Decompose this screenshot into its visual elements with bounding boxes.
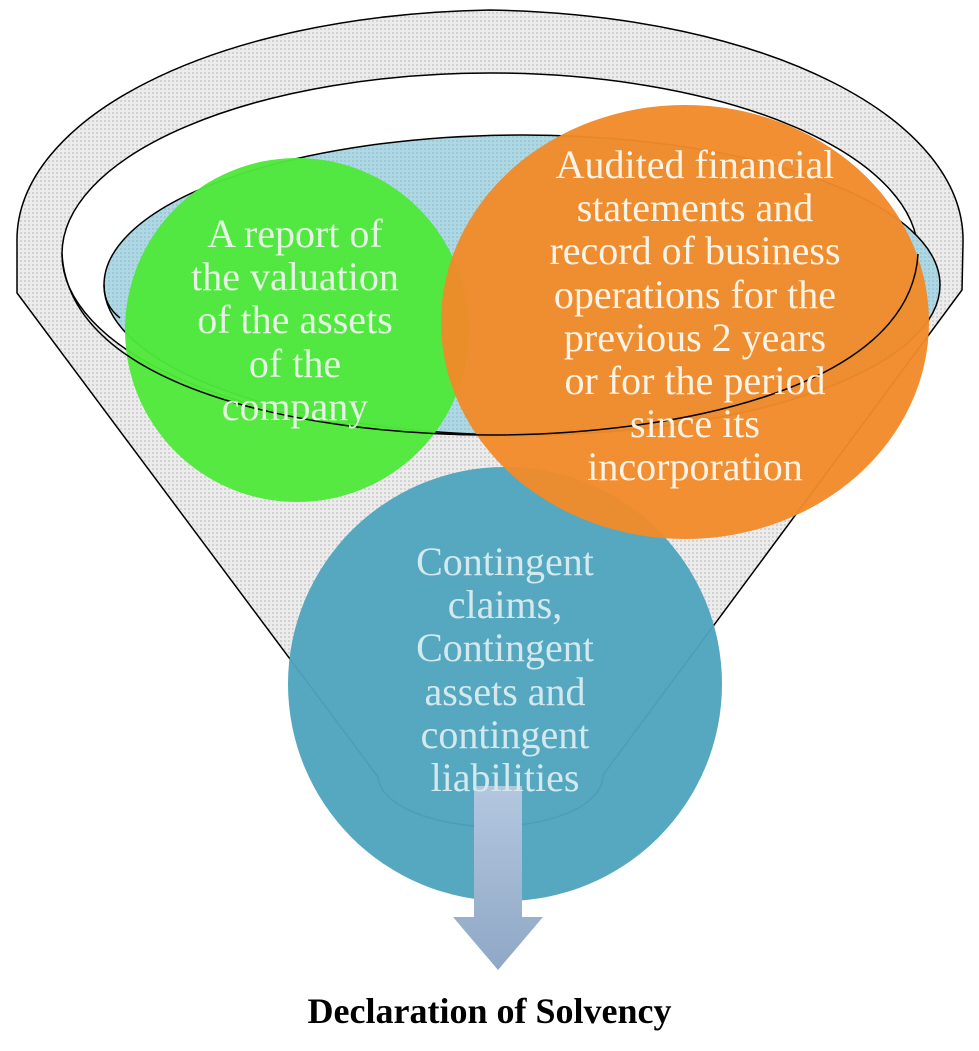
text-line: Contingent xyxy=(416,625,594,671)
text-line: company xyxy=(221,383,369,429)
text-line: of the assets xyxy=(197,297,393,343)
text-line: of the xyxy=(248,340,342,386)
text-line: claims, xyxy=(447,582,563,628)
audited-financials-circle xyxy=(441,105,929,539)
text-line: Contingent xyxy=(416,539,594,584)
audited-financials-text: Audited financial statements and record … xyxy=(455,143,935,489)
text-line: contingent xyxy=(420,711,590,757)
text-line: record of business xyxy=(549,228,841,274)
text-line: or for the period xyxy=(564,357,826,403)
text-line: assets and xyxy=(424,668,586,714)
text-line: A report of xyxy=(207,211,383,256)
funnel-rim-front xyxy=(61,253,919,436)
text-line: statements and xyxy=(576,185,814,231)
contingencies-text: Contingent claims, Contingent assets and… xyxy=(330,540,680,799)
text-line: Audited financial xyxy=(555,142,835,187)
text-line: incorporation xyxy=(587,444,803,490)
funnel-surface-front xyxy=(103,284,121,319)
asset-valuation-circle xyxy=(125,158,469,502)
text-line: operations for the xyxy=(553,271,837,317)
text-line: the valuation xyxy=(191,254,399,300)
declaration-of-solvency-label: Declaration of Solvency xyxy=(307,991,672,1031)
text-line: liabilities xyxy=(430,754,580,800)
text-line: since its xyxy=(630,401,760,447)
text-line: previous 2 years xyxy=(563,314,827,360)
asset-valuation-text: A report of the valuation of the assets … xyxy=(150,212,440,428)
contingencies-circle xyxy=(288,467,722,901)
output-arrow xyxy=(453,786,543,970)
